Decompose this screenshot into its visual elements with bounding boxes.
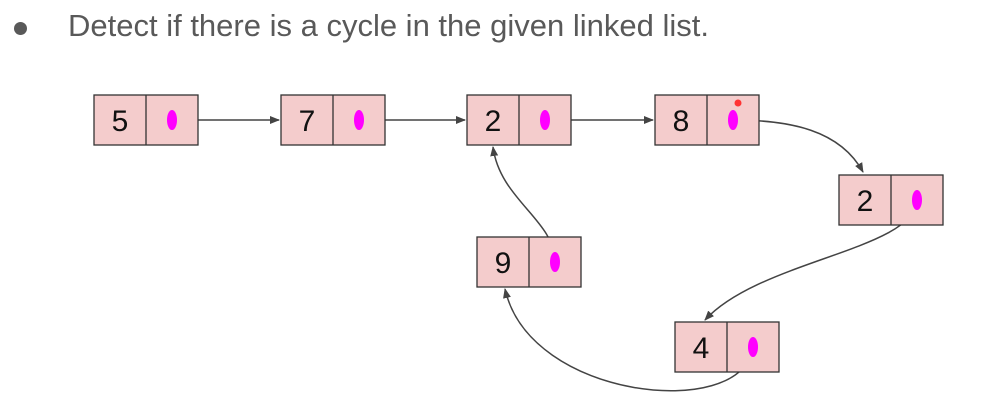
list-node: 2	[838, 174, 944, 226]
edge-arrow-n4-n9	[503, 288, 753, 392]
node-value: 7	[299, 105, 316, 138]
bullet-icon	[14, 22, 27, 35]
node-value: 4	[693, 332, 710, 365]
node-value: 8	[673, 105, 690, 138]
node-value: 5	[112, 105, 129, 138]
list-node: 9	[476, 236, 582, 288]
pointer-dot	[540, 110, 550, 130]
node-value: 9	[495, 247, 512, 280]
list-node: 8	[654, 94, 760, 146]
pointer-dot	[354, 110, 364, 130]
list-node: 5	[93, 94, 199, 146]
pointer-dot	[167, 110, 177, 130]
list-node: 7	[280, 94, 386, 146]
pointer-dot	[748, 337, 758, 357]
pointer-dot	[550, 252, 560, 272]
pointer-dot	[728, 110, 738, 130]
pointer-dot	[912, 190, 922, 210]
node-value: 2	[485, 105, 502, 138]
list-node: 4	[674, 321, 780, 373]
list-node: 2	[466, 94, 572, 146]
slide-title: Detect if there is a cycle in the given …	[68, 8, 709, 43]
node-value: 2	[857, 185, 874, 218]
marker-dot	[734, 99, 742, 107]
